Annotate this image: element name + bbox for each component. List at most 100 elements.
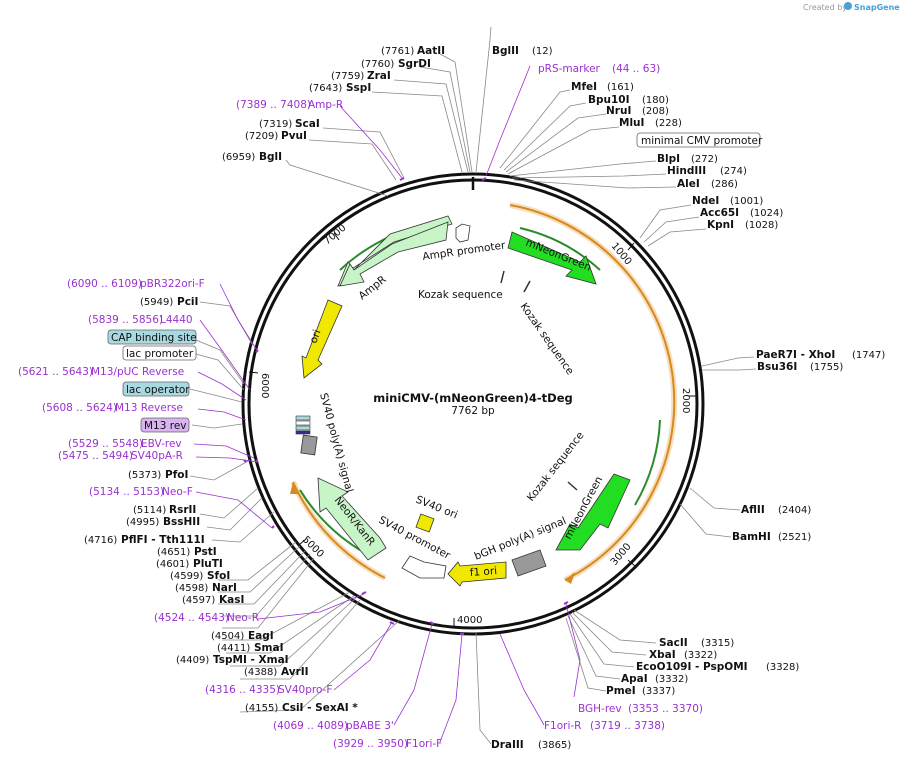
- green-thin-arc-1: [519, 227, 601, 271]
- minimal-cmv-label: minimal CMV promoter: [641, 135, 763, 147]
- primer-leader-lines: [193, 65, 581, 743]
- enzyme-nari-pos: (4598): [175, 583, 208, 594]
- ori-label: ori: [308, 328, 324, 345]
- enzyme-draiii: DraIII: [491, 739, 524, 751]
- enzyme-tspmi: TspMI - XmaI: [213, 654, 289, 666]
- enzyme-bgli: BglI: [259, 151, 282, 163]
- enzyme-rsrii: RsrII: [169, 504, 196, 516]
- enzymes-right: BglII (12) MfeI (161) Bpu10I (180) NruI …: [491, 45, 885, 751]
- enzyme-zrai-pos: (7759): [331, 71, 364, 82]
- enzyme-kpni: KpnI: [707, 219, 734, 231]
- enzyme-bsshii: BssHII: [163, 516, 200, 528]
- primer-amp-r: Amp-R: [308, 99, 343, 111]
- enzyme-avrii: AvrII: [281, 666, 309, 678]
- primer-amp-r-range: (7389 .. 7408): [236, 99, 311, 111]
- kozak-mark-3: [567, 481, 578, 491]
- enzyme-kasi-pos: (4597): [182, 595, 215, 606]
- enzyme-pvui-pos: (7209): [245, 131, 278, 142]
- enzyme-csii: CsiI - SexAI *: [282, 702, 358, 714]
- feature-ampr: AmpR: [337, 215, 453, 302]
- primer-sv40pro-f-range: (4316 .. 4335): [205, 684, 280, 696]
- enzyme-ndei: NdeI: [692, 195, 719, 207]
- enzyme-pflfi-pos: (4716): [84, 535, 117, 546]
- enzyme-pcii-pos: (5949): [140, 297, 173, 308]
- enzyme-pluti-pos: (4601): [156, 559, 189, 570]
- cap-binding-box: [107, 329, 197, 345]
- enzyme-aatii: AatII: [417, 45, 445, 57]
- enzyme-ecoo109i: EcoO109I - PspOMI: [636, 661, 748, 673]
- enzyme-apai: ApaI: [621, 673, 648, 685]
- tick-2000: 2000: [680, 388, 691, 413]
- enzyme-sacii: SacII: [659, 637, 688, 649]
- primer-neo-f-range: (5134 .. 5153): [89, 486, 164, 498]
- enzyme-sacii-pos: (3315): [701, 638, 734, 649]
- enzyme-bsu36i: Bsu36I: [757, 361, 797, 373]
- primer-prs-marker: pRS-marker: [538, 63, 601, 75]
- primer-pbabe3-range: (4069 .. 4089): [273, 720, 348, 732]
- primer-bgh-rev: BGH-rev: [578, 703, 622, 715]
- enzyme-sfoi: SfoI: [207, 570, 230, 582]
- enzyme-alei: AleI: [677, 178, 700, 190]
- orange-arc-left: [292, 481, 386, 579]
- enzyme-pluti: PluTI: [193, 558, 223, 570]
- credit-text: Created by: [803, 3, 847, 12]
- enzyme-sfoi-pos: (4599): [170, 571, 203, 582]
- tick-4000: 4000: [457, 615, 482, 626]
- enzyme-bamhi: BamHI: [732, 531, 771, 543]
- enzyme-pfoi: PfoI: [165, 469, 188, 481]
- feature-sv40-polya: SV40 poly(A) signal: [300, 392, 355, 494]
- primer-l4440: L4440: [160, 314, 193, 326]
- primer-f1ori-f: F1ori-F: [406, 738, 442, 750]
- plasmid-length: 7762 bp: [451, 405, 495, 417]
- enzyme-hindiii: HindIII: [667, 165, 706, 177]
- enzyme-ecoo109i-pos: (3328): [766, 662, 799, 673]
- enzyme-aflii: AflII: [741, 504, 765, 516]
- primer-neo-r-range: (4524 .. 4543): [154, 612, 229, 624]
- tick-5000: 5000: [300, 534, 326, 560]
- enzyme-smai-pos: (4411): [217, 643, 250, 654]
- enzyme-mlui-pos: (228): [655, 118, 682, 129]
- enzyme-bglii-pos: (12): [532, 46, 553, 57]
- enzyme-bgli-pos: (6959): [222, 152, 255, 163]
- enzyme-bpu10i: Bpu10I: [588, 94, 630, 106]
- snapgene-logo-icon: [844, 2, 852, 10]
- f1-ori-label: f1 ori: [469, 565, 497, 579]
- orange-arc-right: [509, 204, 676, 581]
- enzyme-scai: ScaI: [295, 118, 320, 130]
- primer-m13puc-range: (5621 .. 5643): [18, 366, 93, 378]
- enzyme-blpi-pos: (272): [691, 154, 718, 165]
- enzyme-bpu10i-pos: (180): [642, 95, 669, 106]
- enzyme-pvui: PvuI: [281, 130, 307, 142]
- enzyme-mlui: MluI: [619, 117, 644, 129]
- enzyme-avrii-pos: (4388): [244, 667, 277, 678]
- enzyme-sspi: SspI: [346, 82, 371, 94]
- enzyme-eagi: EagI: [248, 630, 274, 642]
- primers-right: pRS-marker (44 .. 63) BGH-rev (3353 .. 3…: [538, 63, 703, 732]
- feature-mneongreen-1: mNeonGreen: [507, 231, 597, 285]
- enzyme-alei-pos: (286): [711, 179, 738, 190]
- enzyme-mfei-pos: (161): [607, 82, 634, 93]
- kozak-mark-2: [523, 280, 531, 293]
- enzyme-pcii: PciI: [177, 296, 198, 308]
- enzyme-pmei: PmeI: [606, 685, 636, 697]
- tick-6000: 6000: [259, 373, 270, 398]
- feature-lac-stack: [295, 415, 311, 435]
- lac-promoter-label: lac promoter: [126, 348, 194, 360]
- enzyme-hindiii-pos: (274): [720, 166, 747, 177]
- leader-lines: [189, 26, 757, 745]
- enzyme-pfoi-pos: (5373): [128, 470, 161, 481]
- enzyme-nrui-pos: (208): [642, 106, 669, 117]
- m13-rev-label: M13 rev: [144, 420, 187, 432]
- brand-text: SnapGene: [854, 3, 900, 12]
- enzyme-bglii: BglII: [492, 45, 519, 57]
- enzyme-bsu36i-pos: (1755): [810, 362, 843, 373]
- backbone-outer: [241, 172, 705, 636]
- enzymes-left: (7761) AatII (7760) SgrDI (7759) ZraI (7…: [84, 45, 445, 714]
- primer-marks: [243, 177, 569, 635]
- enzyme-paer7i-pos: (1747): [852, 350, 885, 361]
- enzyme-aflii-pos: (2404): [778, 505, 811, 516]
- kozak-label-1: Kozak sequence: [418, 289, 503, 301]
- primer-f1ori-r: F1ori-R: [544, 720, 581, 732]
- sv40-polya-label: SV40 poly(A) signal: [317, 392, 355, 494]
- enzyme-sgrdi: SgrDI: [398, 58, 431, 70]
